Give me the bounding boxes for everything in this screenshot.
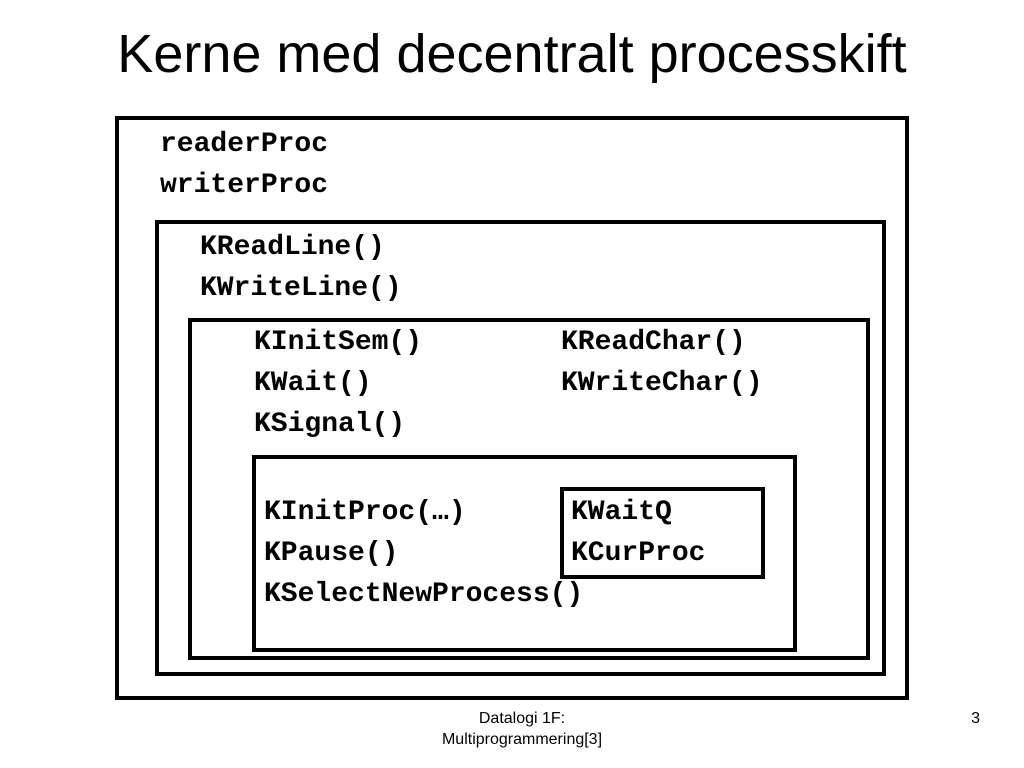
slide-title: Kerne med decentralt processkift — [117, 24, 907, 84]
process-writer-proc: writerProc — [160, 170, 329, 201]
footer-lecture-label: Multiprogrammering[3] — [441, 731, 603, 748]
function-kselectnewprocess: KSelectNewProcess() — [264, 579, 584, 610]
process-queue-box — [560, 487, 765, 579]
function-kinitproc: KInitProc(…) — [264, 497, 466, 528]
function-kreadchar: KReadChar() — [561, 327, 746, 358]
function-kwritechar: KWriteChar() — [561, 368, 763, 399]
function-kreadline: KReadLine() — [200, 232, 385, 263]
function-kinitsem: KInitSem() — [254, 327, 423, 358]
process-reader-proc: readerProc — [160, 129, 329, 160]
function-kpause: KPause() — [264, 538, 399, 569]
function-kwriteline: KWriteLine() — [200, 273, 402, 304]
slide-footer: Datalogi 1F: Multiprogrammering[3] — [412, 708, 632, 750]
footer-course-label: Datalogi 1F: — [478, 710, 566, 727]
function-kwait: KWait() — [254, 368, 372, 399]
variable-kcurproc: KCurProc — [571, 538, 706, 569]
variable-kwaitq: KWaitQ — [571, 497, 672, 528]
page-number: 3 — [971, 710, 980, 727]
function-ksignal: KSignal() — [254, 409, 406, 440]
